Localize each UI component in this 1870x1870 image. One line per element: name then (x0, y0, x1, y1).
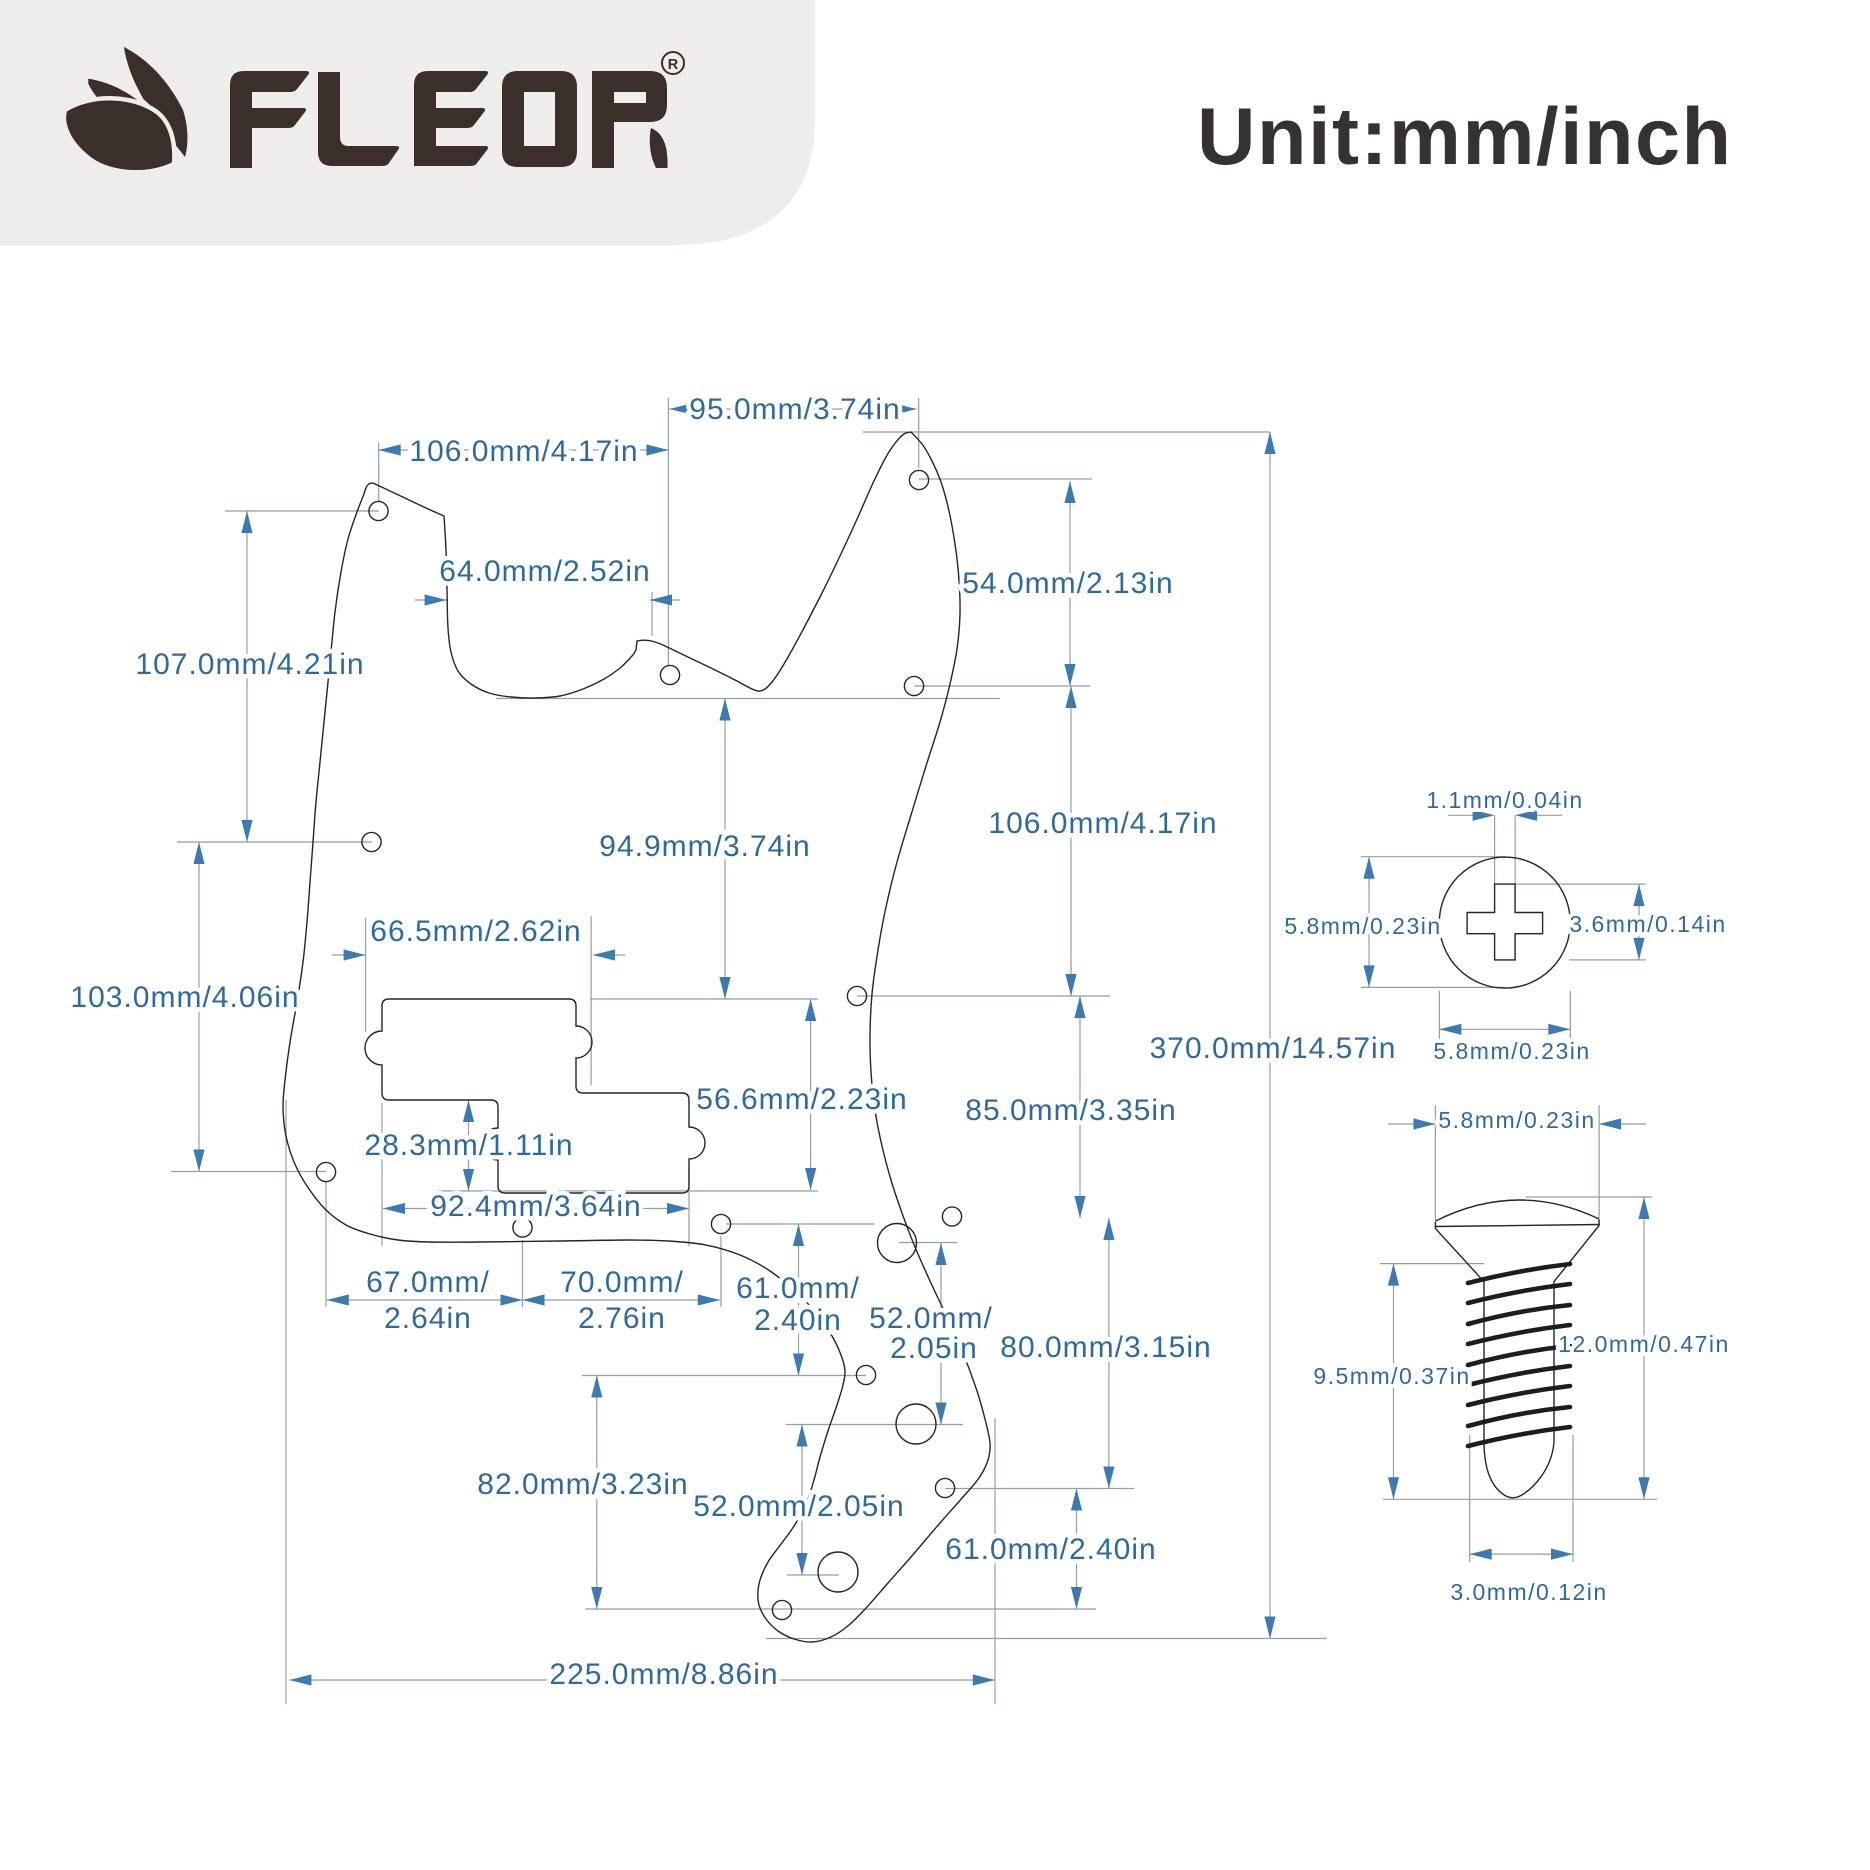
svg-text:107.0mm/4.21in: 107.0mm/4.21in (135, 648, 364, 681)
svg-text:3.0mm/0.12in: 3.0mm/0.12in (1450, 1579, 1607, 1605)
svg-text:106.0mm/4.17in: 106.0mm/4.17in (409, 435, 638, 468)
svg-text:9.5mm/0.37in: 9.5mm/0.37in (1313, 1363, 1470, 1389)
svg-text:2.64in: 2.64in (384, 1302, 472, 1335)
svg-text:5.8mm/0.23in: 5.8mm/0.23in (1433, 1038, 1590, 1064)
svg-text:61.0mm/: 61.0mm/ (736, 1272, 860, 1305)
svg-text:R: R (668, 57, 679, 73)
svg-text:92.4mm/3.64in: 92.4mm/3.64in (430, 1190, 641, 1223)
svg-text:5.8mm/0.23in: 5.8mm/0.23in (1284, 913, 1441, 939)
svg-text:54.0mm/2.13in: 54.0mm/2.13in (962, 567, 1173, 600)
svg-text:2.05in: 2.05in (890, 1332, 978, 1365)
svg-text:66.5mm/2.62in: 66.5mm/2.62in (370, 915, 581, 948)
svg-text:52.0mm/2.05in: 52.0mm/2.05in (693, 1490, 904, 1523)
svg-text:95.0mm/3.74in: 95.0mm/3.74in (689, 393, 900, 426)
svg-text:52.0mm/: 52.0mm/ (869, 1302, 993, 1335)
svg-text:94.9mm/3.74in: 94.9mm/3.74in (599, 830, 810, 863)
svg-text:370.0mm/14.57in: 370.0mm/14.57in (1150, 1032, 1397, 1065)
svg-text:64.0mm/2.52in: 64.0mm/2.52in (439, 555, 650, 588)
svg-text:28.3mm/1.11in: 28.3mm/1.11in (364, 1129, 573, 1162)
svg-text:3.6mm/0.14in: 3.6mm/0.14in (1569, 911, 1726, 937)
svg-text:56.6mm/2.23in: 56.6mm/2.23in (696, 1083, 907, 1116)
svg-text:2.76in: 2.76in (578, 1302, 666, 1335)
svg-text:70.0mm/: 70.0mm/ (560, 1266, 684, 1299)
svg-text:2.40in: 2.40in (754, 1304, 842, 1337)
svg-text:85.0mm/3.35in: 85.0mm/3.35in (965, 1094, 1176, 1127)
svg-text:1.1mm/0.04in: 1.1mm/0.04in (1426, 787, 1583, 813)
svg-text:12.0mm/0.47in: 12.0mm/0.47in (1558, 1331, 1730, 1357)
svg-text:103.0mm/4.06in: 103.0mm/4.06in (70, 981, 299, 1014)
svg-text:61.0mm/2.40in: 61.0mm/2.40in (945, 1533, 1156, 1566)
svg-text:5.8mm/0.23in: 5.8mm/0.23in (1438, 1107, 1595, 1133)
svg-text:67.0mm/: 67.0mm/ (366, 1266, 490, 1299)
svg-text:225.0mm/8.86in: 225.0mm/8.86in (549, 1658, 778, 1691)
svg-text:82.0mm/3.23in: 82.0mm/3.23in (477, 1468, 688, 1501)
svg-text:Unit:mm/inch: Unit:mm/inch (1197, 92, 1732, 182)
svg-text:80.0mm/3.15in: 80.0mm/3.15in (1000, 1331, 1211, 1364)
svg-text:106.0mm/4.17in: 106.0mm/4.17in (988, 807, 1217, 840)
